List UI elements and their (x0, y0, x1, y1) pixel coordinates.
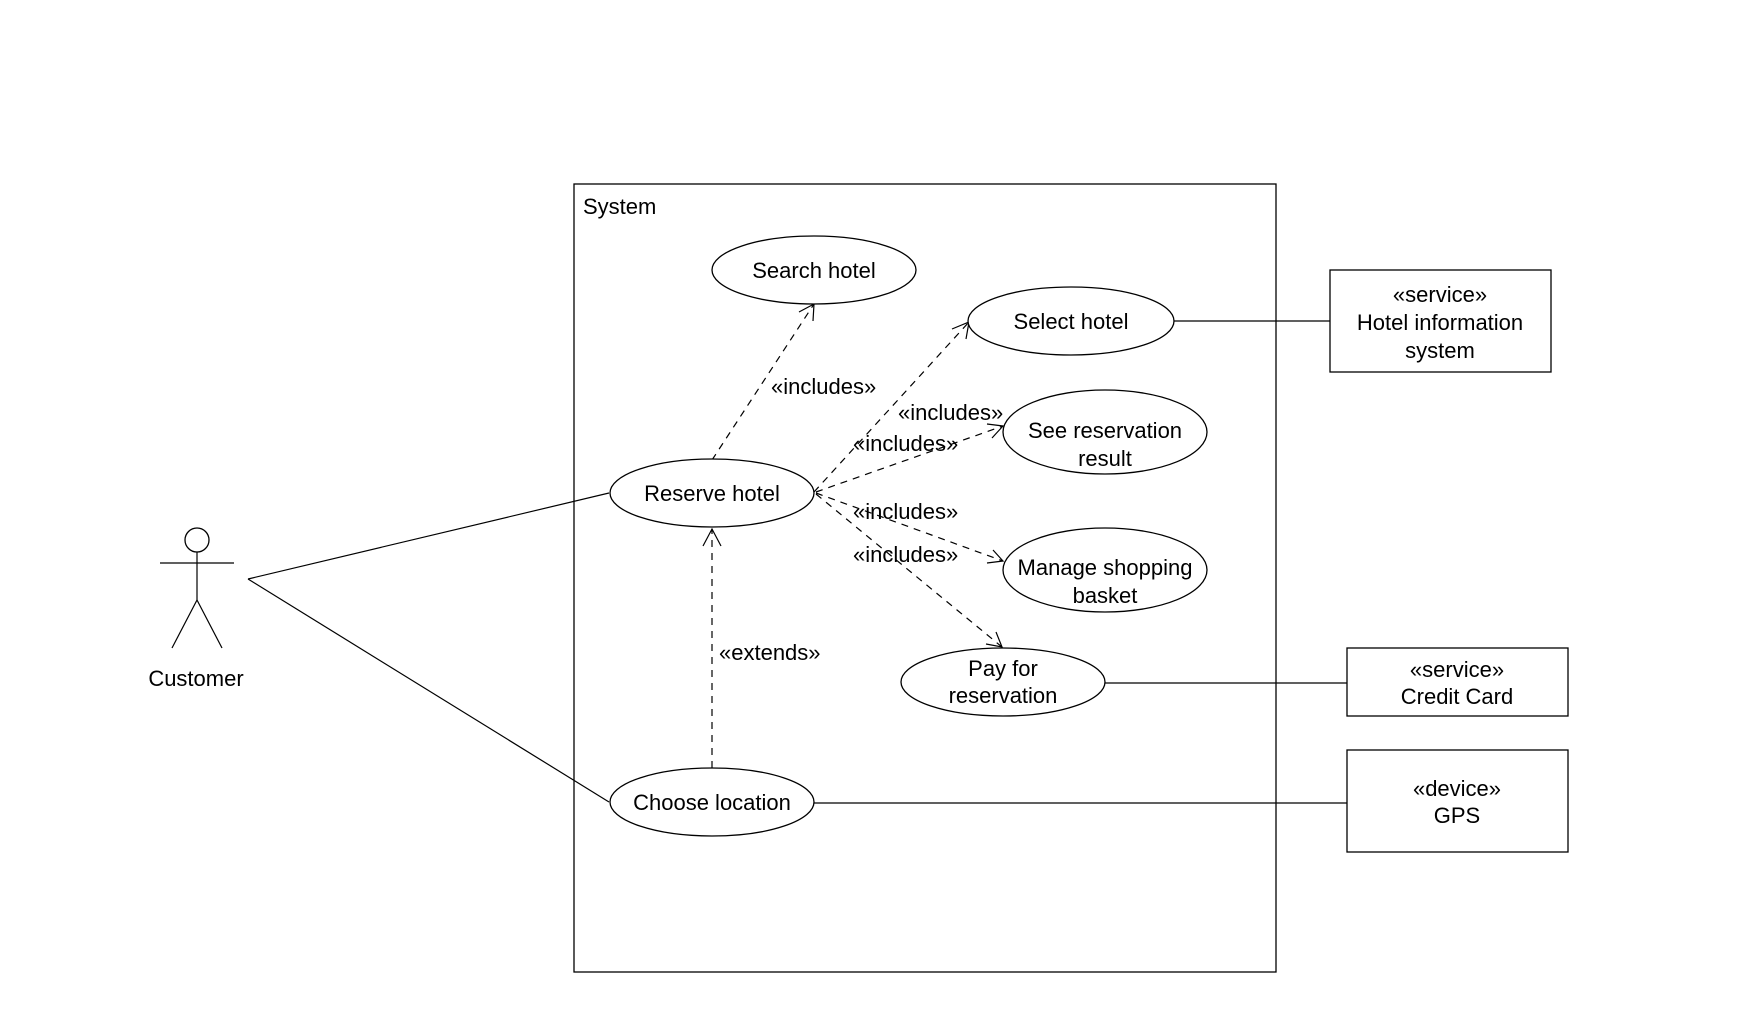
svg-text:«service»: «service» (1410, 657, 1504, 682)
use-case-search-hotel[interactable]: Search hotel (711, 235, 917, 305)
svg-text:Search hotel: Search hotel (752, 258, 876, 283)
svg-text:«device»: «device» (1413, 776, 1501, 801)
svg-text:GPS: GPS (1434, 803, 1480, 828)
svg-text:Select hotel: Select hotel (1014, 309, 1129, 334)
system-boundary (573, 183, 1277, 973)
svg-text:basket: basket (1073, 583, 1138, 608)
association-customer-choose-location (247, 578, 610, 803)
external-credit-card[interactable]: «service» Credit Card (1346, 647, 1569, 717)
svg-text:Credit Card: Credit Card (1401, 684, 1513, 709)
dependency-includes-see-reservation-result (815, 423, 1005, 493)
svg-text:Choose location: Choose location (633, 790, 791, 815)
actor-left-leg (171, 599, 198, 649)
svg-text:Pay for: Pay for (968, 656, 1038, 681)
use-case-choose-location[interactable]: Choose location (609, 767, 815, 837)
external-gps[interactable]: «device» GPS (1346, 749, 1569, 853)
dependency-includes-pay-for-reservation (815, 493, 1003, 648)
system-label: System (583, 194, 656, 219)
external-hotel-information-system[interactable]: «service» Hotel information system (1329, 269, 1552, 373)
actor-customer[interactable]: Customer (148, 527, 244, 691)
svg-text:Manage shopping: Manage shopping (1018, 555, 1193, 580)
use-case-manage-shopping-basket[interactable]: Manage shopping basket (1002, 527, 1208, 613)
use-case-see-reservation-result[interactable]: See reservation result (1002, 389, 1208, 475)
use-case-select-hotel[interactable]: Select hotel (967, 286, 1175, 356)
label-includes-see-result: «includes» (853, 431, 958, 456)
label-includes-manage-basket: «includes» (853, 499, 958, 524)
use-case-pay-for-reservation[interactable]: Pay for reservation (900, 647, 1106, 717)
label-includes-pay: «includes» (853, 542, 958, 567)
svg-text:Hotel information: Hotel information (1357, 310, 1523, 335)
svg-text:result: result (1078, 446, 1132, 471)
actor-label: Customer (148, 666, 243, 691)
svg-text:reservation: reservation (949, 683, 1058, 708)
svg-text:«service»: «service» (1393, 282, 1487, 307)
use-case-reserve-hotel[interactable]: Reserve hotel (609, 458, 815, 528)
actor-head (184, 527, 210, 553)
actor-right-leg (196, 599, 223, 649)
label-includes-search: «includes» (771, 374, 876, 399)
label-extends-choose-location: «extends» (719, 640, 821, 665)
association-customer-reserve-hotel (247, 492, 610, 580)
dependency-includes-manage-shopping-basket (815, 492, 1005, 564)
label-includes-select: «includes» (898, 400, 1003, 425)
dependency-extends-choose-location (702, 527, 722, 768)
svg-text:system: system (1405, 338, 1475, 363)
svg-text:See reservation: See reservation (1028, 418, 1182, 443)
svg-text:Reserve hotel: Reserve hotel (644, 481, 780, 506)
